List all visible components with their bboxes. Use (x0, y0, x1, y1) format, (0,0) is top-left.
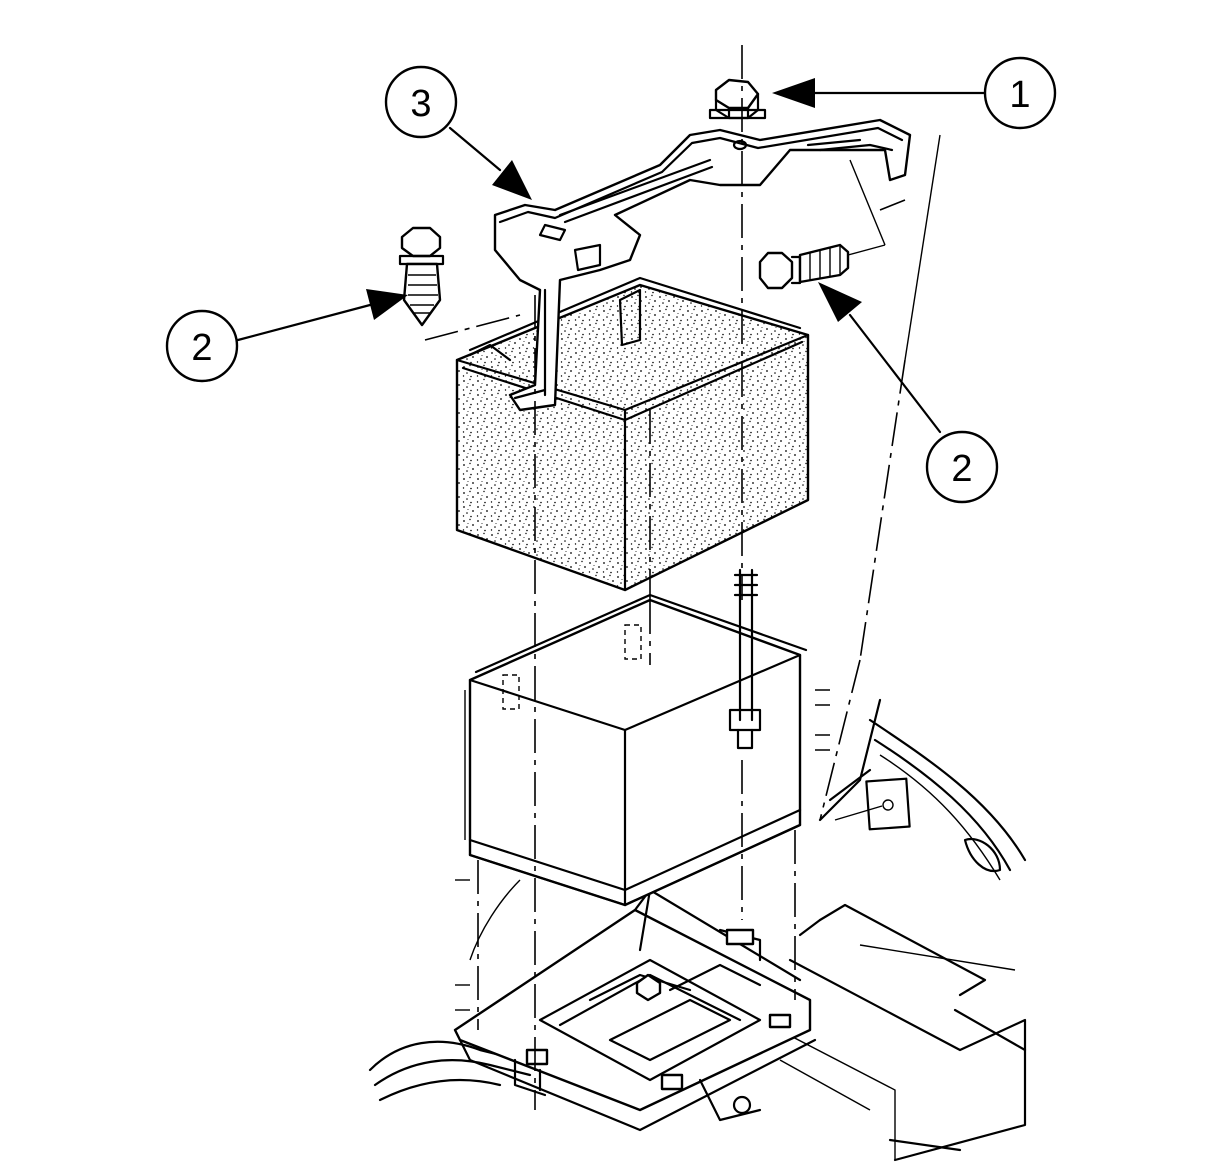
callout-3-label: 3 (410, 83, 431, 125)
battery-tray (453, 888, 817, 1132)
arrowhead-1 (772, 78, 815, 108)
callout-3: 3 (384, 65, 458, 139)
bolt-left (398, 226, 445, 327)
hold-down-bracket (493, 118, 912, 412)
cable-harness (368, 879, 532, 1102)
alignment-lines (424, 45, 941, 1110)
callout-2b-label: 2 (951, 448, 972, 490)
callout-2a-label: 2 (191, 327, 212, 369)
callout-2a: 2 (165, 309, 239, 383)
battery-insulator (455, 276, 810, 592)
callout-1: 1 (983, 56, 1057, 130)
callout-2b: 2 (925, 430, 999, 504)
arrowhead-3 (492, 160, 532, 200)
arrowhead-2a (366, 289, 408, 320)
nut (708, 78, 767, 120)
bolt-right (758, 243, 850, 290)
leader-lines (236, 78, 987, 434)
arrowhead-2b (818, 282, 862, 322)
vehicle-body-structure (759, 698, 1027, 1162)
battery (464, 568, 808, 907)
callout-1-label: 1 (1009, 74, 1030, 116)
